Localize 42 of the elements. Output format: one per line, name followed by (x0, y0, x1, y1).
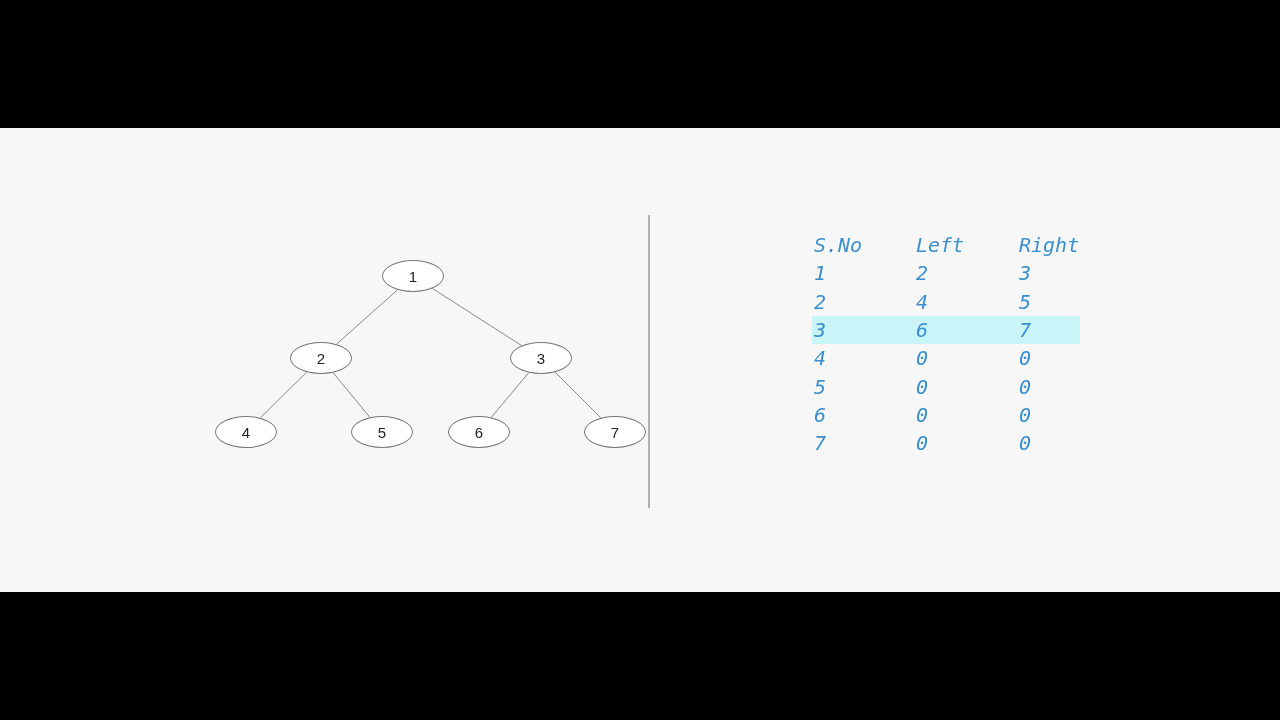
table-cell: 0 (1019, 346, 1032, 371)
table-cell: 5 (814, 374, 827, 399)
tree-node-ellipse (351, 416, 413, 448)
table-cell: 0 (1019, 374, 1032, 399)
table-cell: 2 (916, 261, 929, 286)
table-cell: 7 (1019, 317, 1032, 342)
table-cell: 0 (916, 374, 929, 399)
table-cell: 0 (916, 346, 929, 371)
node-number: 6 (474, 423, 484, 441)
tree-edge-line (336, 289, 398, 345)
table-cell: 6 (916, 317, 929, 342)
tree-node-ellipse (382, 260, 444, 292)
table-cell: 2 (814, 289, 827, 314)
column-header: Right (1019, 233, 1080, 257)
tree-node-ellipse (510, 342, 572, 374)
table-cell: 3 (814, 317, 827, 342)
node-number: 5 (377, 423, 387, 441)
table-cell: 0 (1019, 431, 1032, 456)
node-number: 1 (408, 267, 418, 285)
table-cell: 7 (814, 431, 827, 456)
column-header: S.No (814, 233, 863, 257)
table-cell: 1 (814, 261, 827, 286)
tree-node-ellipse (448, 416, 510, 448)
table-cell: 4 (916, 289, 929, 314)
node-number: 7 (610, 423, 620, 441)
node-number: 3 (536, 349, 546, 367)
node-number: 2 (316, 349, 326, 367)
tree-edge-line (431, 287, 523, 347)
tree-node-ellipse (215, 416, 277, 448)
tree-edge-line (490, 372, 530, 418)
table-cell: 4 (814, 346, 827, 371)
table-cell: 3 (1019, 261, 1032, 286)
column-header: Left (916, 233, 965, 257)
table-cell: 5 (1019, 289, 1032, 314)
tree-node-ellipse (290, 342, 352, 374)
tree-node-ellipse (584, 416, 646, 448)
table-cell: 0 (916, 402, 929, 427)
table-cell: 0 (916, 431, 929, 456)
node-number: 4 (241, 423, 251, 441)
tree-edge-line (332, 372, 371, 418)
table-cell: 0 (1019, 402, 1032, 427)
table-cell: 6 (814, 402, 827, 427)
